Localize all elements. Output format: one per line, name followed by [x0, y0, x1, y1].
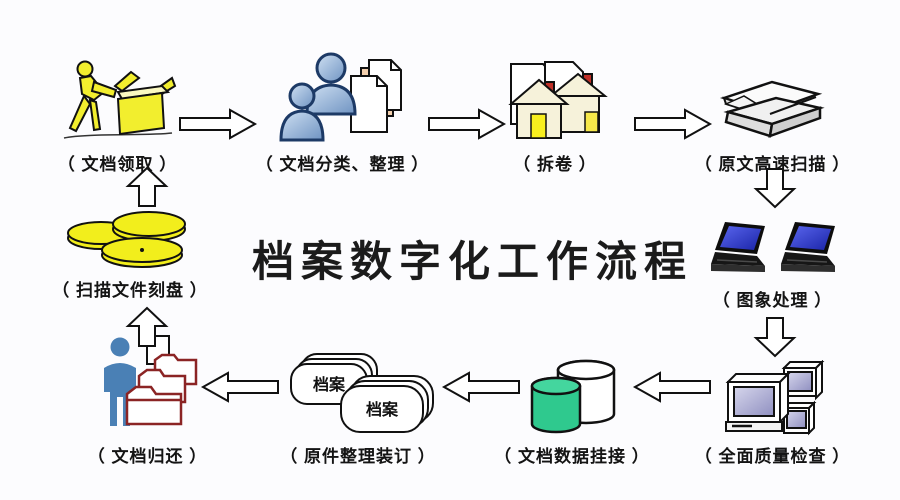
laptops-icon — [707, 216, 839, 282]
archive-tag-back: 档案 — [312, 375, 345, 394]
diagram-title: 档案数字化工作流程 — [252, 240, 694, 286]
people-documents-icon — [275, 48, 410, 146]
node-unbind: （ 拆卷 ） — [480, 56, 630, 175]
arrow-down-image-to-quality — [752, 316, 798, 358]
node-document-return: （ 文档归还 ） — [55, 332, 240, 467]
archive-stacks-icon: 档案 档案 — [281, 340, 436, 438]
computers-icon — [718, 358, 828, 438]
arrow-right-unbind-to-scan — [633, 107, 713, 141]
node-label: （ 拆卷 ） — [513, 155, 597, 174]
node-label: （ 文档归还 ） — [87, 447, 208, 466]
node-label: （ 原文高速扫描 ） — [694, 155, 851, 174]
arrow-down-scan-to-image — [752, 167, 798, 209]
arrow-left-link-to-rebind — [441, 370, 521, 404]
node-label: （ 文档分类、整理 ） — [255, 155, 430, 174]
arrow-up-return-to-burn — [124, 306, 170, 348]
node-document-classify: （ 文档分类、整理 ） — [235, 48, 450, 175]
archive-tag-front: 档案 — [365, 400, 398, 419]
node-data-link: （ 文档数据挂接 ） — [492, 340, 652, 467]
node-quality-check: （ 全面质量检查 ） — [690, 358, 855, 467]
node-rebind: 档案 档案 （ 原件整理装订 ） — [258, 340, 458, 467]
arrow-up-burn-to-collect — [124, 166, 170, 208]
arrow-left-rebind-to-return — [200, 370, 280, 404]
person-pushing-box-icon — [58, 56, 178, 146]
node-document-collect: （ 文档领取 ） — [20, 56, 215, 175]
arrow-right-collect-to-classify — [178, 107, 258, 141]
node-label: （ 全面质量检查 ） — [694, 447, 851, 466]
arrow-left-quality-to-link — [632, 370, 712, 404]
node-image-processing: （ 图象处理 ） — [690, 216, 855, 311]
node-label: （ 图象处理 ） — [712, 291, 833, 310]
node-scan: （ 原文高速扫描 ） — [690, 62, 855, 175]
person-folders-icon — [89, 332, 207, 438]
houses-papers-icon — [501, 56, 609, 146]
discs-icon — [63, 208, 198, 272]
database-cylinders-icon — [522, 340, 622, 438]
scanner-icon — [714, 62, 832, 146]
node-label: （ 扫描文件刻盘 ） — [52, 281, 208, 300]
node-label: （ 原件整理装订 ） — [280, 447, 436, 466]
arrow-right-classify-to-unbind — [427, 107, 507, 141]
node-label: （ 文档数据挂接 ） — [494, 447, 650, 466]
node-burn-disc: （ 扫描文件刻盘 ） — [30, 208, 230, 301]
